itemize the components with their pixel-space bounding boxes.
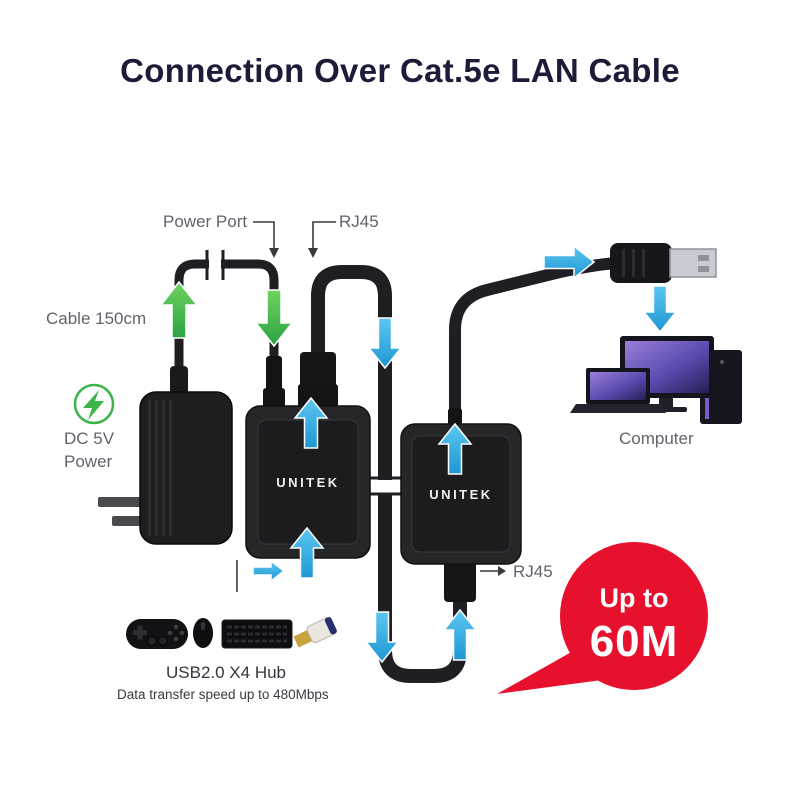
blue-arrow-up-icon — [442, 608, 478, 661]
rj45-top-label: RJ45 — [339, 212, 379, 231]
green-arrow-up-icon — [159, 280, 199, 339]
hub-peripherals — [126, 617, 337, 649]
game-controller-icon — [126, 619, 188, 649]
plug-prong — [112, 516, 143, 526]
mouse-icon — [193, 618, 213, 648]
power-adapter — [98, 366, 233, 545]
brand-logo: UNITEK — [276, 475, 339, 490]
hub-title-label: USB2.0 X4 Hub — [166, 663, 287, 682]
extender-receiver: UNITEK — [400, 423, 522, 565]
distance-badge: Up to 60M — [497, 542, 708, 694]
laptop — [570, 368, 666, 413]
computer-illustration — [570, 336, 742, 424]
cable-break-gap — [373, 480, 397, 493]
rj45-plug-bottom — [444, 556, 476, 602]
usb-flash-drive-icon — [293, 617, 337, 648]
rj45-bottom-label: RJ45 — [513, 562, 553, 581]
computer-label: Computer — [619, 429, 694, 448]
green-arrow-down-icon — [254, 289, 294, 348]
keyboard-icon — [221, 619, 293, 649]
blue-arrow-down-icon — [642, 285, 678, 334]
blue-arrow-down-icon — [364, 611, 400, 664]
rj45-top-callout-line — [312, 221, 336, 248]
plug-prong — [98, 497, 143, 507]
cable-length-label: Cable 150cm — [46, 309, 147, 328]
cable-break-gap — [209, 252, 221, 278]
extender-transmitter: UNITEK — [245, 384, 371, 559]
annotation-lines — [236, 221, 498, 592]
cable-strain-relief — [170, 366, 188, 396]
dc-power-label: DC 5V Power — [64, 428, 114, 474]
blue-arrow-right-small-icon — [252, 559, 286, 583]
power-cable — [174, 250, 282, 394]
dc-power-line2: Power — [64, 451, 113, 471]
dc-plug — [266, 356, 282, 394]
blue-arrow-up-icon — [293, 396, 329, 449]
hub-subtitle-label: Data transfer speed up to 480Mbps — [117, 687, 329, 702]
badge-60m-text: 60M — [590, 617, 679, 666]
brand-logo: UNITEK — [429, 487, 492, 502]
blue-arrow-right-icon — [543, 244, 596, 280]
dc-power-line1: DC 5V — [64, 429, 115, 448]
rj45-top-callout-arrowhead — [308, 248, 318, 258]
rj45-bottom-callout-arrowhead — [498, 566, 506, 576]
badge-up-to-text: Up to — [600, 583, 669, 613]
blue-arrow-up-icon — [289, 526, 325, 579]
lightning-bolt-circle-icon — [73, 383, 115, 425]
power-port — [263, 388, 285, 410]
power-port-label: Power Port — [163, 212, 248, 231]
blue-arrow-down-icon — [367, 317, 403, 370]
power-port-callout-arrowhead — [269, 248, 279, 258]
blue-arrow-up-icon — [437, 422, 473, 475]
usb-plug — [610, 243, 717, 283]
page-title: Connection Over Cat.5e LAN Cable — [120, 52, 680, 89]
power-port-callout-line — [253, 221, 275, 248]
